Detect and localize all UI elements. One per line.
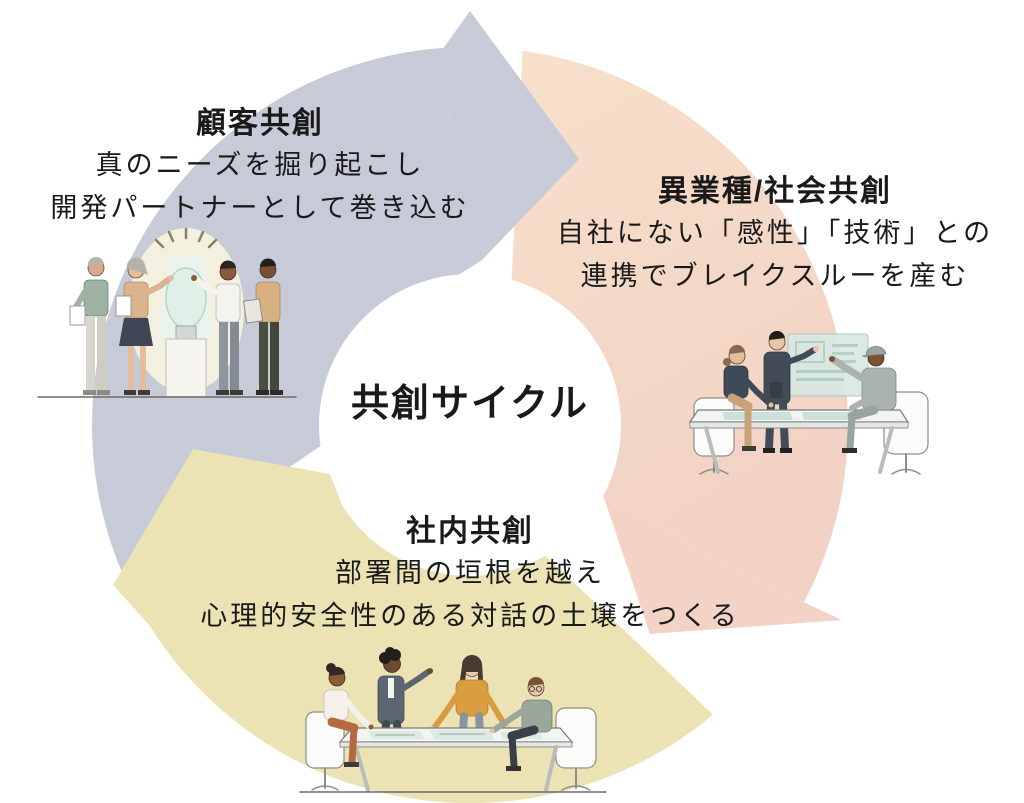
internal-segment-textblock: 社内共創 部署間の垣根を越え 心理的安全性のある対話の土壌をつくる: [155, 512, 785, 638]
cross-industry-arrowhead-icon: [603, 495, 842, 634]
internal-arrowhead-icon: [113, 449, 342, 626]
customer-segment-line1: 真のニーズを掘り起こし: [95, 150, 425, 180]
customer-cocreation-illustration: [37, 227, 297, 398]
internal-segment-line1: 部署間の垣根を越え: [335, 558, 605, 588]
customer-segment-line2: 開発パートナーとして巻き込む: [50, 193, 470, 223]
cross-industry-segment-textblock: 異業種/社会共創 自社にない「感性」「技術」との 連携でブレイクスルーを産む: [530, 172, 1020, 298]
customer-segment-title: 顧客共創: [196, 107, 324, 140]
internal-cocreation-illustration: [299, 647, 607, 793]
internal-segment-line2: 心理的安全性のある対話の土壌をつくる: [200, 601, 740, 631]
cross-industry-arc: [511, 50, 848, 603]
customer-arrowhead-icon: [443, 11, 579, 275]
cross-industry-cocreation-illustration: [688, 330, 929, 475]
cross-industry-segment-title: 異業種/社会共創: [657, 175, 893, 208]
cross-industry-segment-line1: 自社にない「感性」「技術」との: [556, 218, 994, 248]
cross-industry-segment-line2: 連携でブレイクスルーを産む: [580, 261, 970, 291]
internal-segment-title: 社内共創: [406, 515, 534, 548]
customer-segment-textblock: 顧客共創 真のニーズを掘り起こし 開発パートナーとして巻き込む: [10, 104, 510, 230]
cycle-center-title: 共創サイクル: [350, 383, 590, 425]
